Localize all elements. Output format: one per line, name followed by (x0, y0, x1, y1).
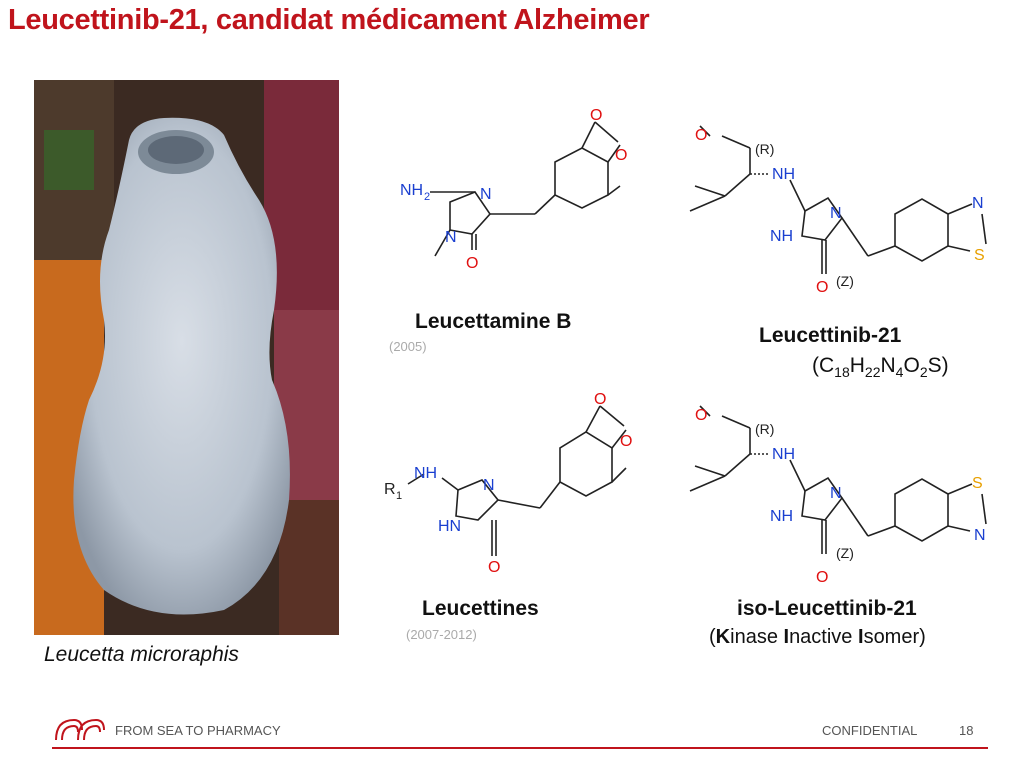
atom-s: S (972, 475, 983, 492)
atom-nh2: NH (400, 182, 423, 199)
atom-s: S (974, 247, 985, 264)
footer-org: FROM SEA TO PHARMACY (115, 723, 281, 738)
atom-r1-sub: 1 (396, 490, 402, 502)
stereo-r-label: (R) (755, 141, 774, 157)
atom-nh: NH (772, 166, 795, 183)
leucettinib-21-formula: (C18H22N4O2S) (812, 354, 949, 381)
leucettines-year: (2007-2012) (406, 627, 477, 642)
atom-nh: NH (772, 446, 795, 463)
atom-o: O (488, 559, 500, 576)
atom-n: N (445, 229, 457, 246)
leucettamine-b-year: (2005) (389, 339, 427, 354)
stereo-r-label: (R) (755, 421, 774, 437)
atom-n: N (972, 195, 984, 212)
photo-caption: Leucetta microraphis (44, 643, 239, 666)
atom-n: N (483, 477, 495, 494)
stereo-z-label: (Z) (836, 545, 854, 561)
atom-n: N (830, 205, 842, 222)
leucettines-label: Leucettines (422, 597, 539, 620)
atom-o: O (816, 279, 828, 296)
leucettines-structure: R 1 NH N HN O O O (380, 386, 640, 591)
iso-leucettinib-21-label: iso-Leucettinib-21 (737, 597, 917, 620)
leucettinib-21-label: Leucettinib-21 (759, 324, 902, 347)
atom-nh: NH (770, 228, 793, 245)
page-number: 18 (959, 723, 974, 738)
atom-n: N (830, 485, 842, 502)
atom-o: O (466, 255, 478, 272)
footer-divider (52, 747, 988, 749)
atom-nh: NH (770, 508, 793, 525)
atom-n: N (480, 186, 492, 203)
atom-r1: R (384, 481, 396, 498)
logo-icon (52, 716, 108, 749)
atom-o: O (594, 391, 606, 408)
atom-o: O (615, 147, 627, 164)
slide-title: Leucettinib-21, candidat médicament Alzh… (8, 4, 650, 36)
atom-nh: NH (414, 465, 437, 482)
iso-leucettinib-21-structure: O (R) NH N NH O (Z) S N (670, 376, 1010, 591)
atom-o: O (695, 407, 707, 424)
iso-leucettinib-21-subtitle: (Kinase Inactive Isomer) (709, 626, 926, 648)
atom-o: O (590, 107, 602, 124)
sponge-photo (34, 80, 339, 635)
atom-o: O (695, 127, 707, 144)
leucettamine-b-label: Leucettamine B (415, 310, 572, 333)
atom-o: O (620, 433, 632, 450)
atom-n: N (974, 527, 986, 544)
leucettamine-b-structure: NH 2 N N O O O (390, 100, 630, 305)
atom-nh2-sub: 2 (424, 191, 430, 203)
stereo-z-label: (Z) (836, 273, 854, 289)
atom-o: O (816, 569, 828, 586)
atom-hn: HN (438, 518, 461, 535)
footer-confidential: CONFIDENTIAL (822, 723, 918, 738)
leucettinib-21-structure: O (R) NH N NH O (Z) N S (670, 96, 1010, 311)
